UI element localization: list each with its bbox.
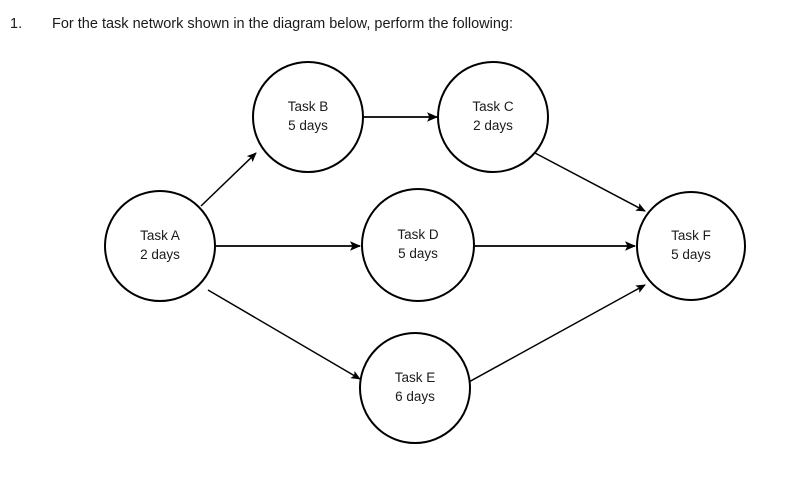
edge-a-to-b bbox=[200, 152, 257, 207]
question-item: 1. For the task network shown in the dia… bbox=[0, 14, 801, 38]
question-text: For the task network shown in the diagra… bbox=[52, 16, 514, 32]
edge-layer bbox=[200, 112, 646, 384]
node-circle-c[interactable] bbox=[437, 61, 549, 173]
edge-a-to-e bbox=[207, 289, 361, 380]
node-circle-a[interactable] bbox=[104, 190, 216, 302]
node-circle-f[interactable] bbox=[636, 191, 746, 301]
node-circle-b[interactable] bbox=[252, 61, 364, 173]
edge-c-to-f bbox=[534, 152, 646, 212]
node-layer bbox=[104, 61, 746, 444]
question-number: 1. bbox=[10, 16, 23, 32]
edge-e-to-f bbox=[466, 284, 646, 384]
node-circle-e[interactable] bbox=[359, 332, 471, 444]
node-circle-d[interactable] bbox=[361, 188, 475, 302]
